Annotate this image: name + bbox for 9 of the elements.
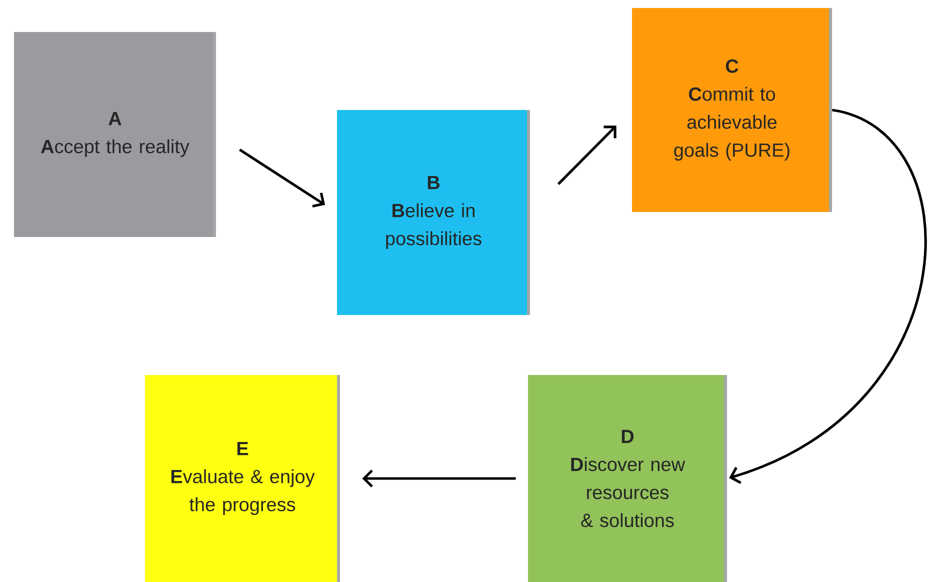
process-box: E Evaluate & enjoy the progress bbox=[145, 375, 340, 582]
arrow bbox=[729, 108, 927, 484]
arrow bbox=[362, 470, 516, 488]
process-box: D Discover new resources & solutions bbox=[528, 375, 727, 582]
arrow bbox=[239, 148, 326, 208]
process-box: C Commit to achievable goals (PURE) bbox=[632, 8, 832, 212]
process-box: A Accept the reality bbox=[14, 32, 216, 237]
arrow bbox=[557, 126, 616, 186]
process-box: B Believe in possibilities bbox=[337, 110, 530, 315]
